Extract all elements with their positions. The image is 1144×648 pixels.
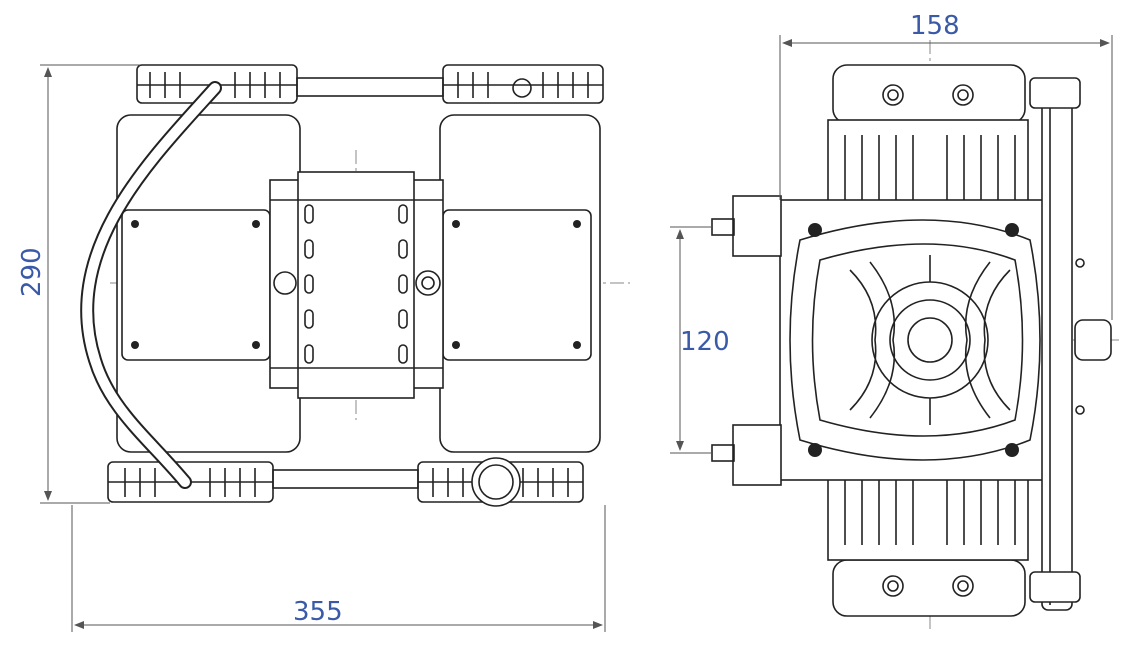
side-width-label: 158 (910, 11, 960, 41)
upper-mount-stud-block (732, 195, 782, 257)
width-label: 355 (293, 597, 343, 627)
top-right-rail (442, 64, 604, 104)
side-view (711, 40, 1120, 630)
fan-hub (907, 317, 953, 363)
left-cover-plate (121, 209, 271, 361)
side-fitting (1074, 319, 1112, 361)
side-tube (1041, 89, 1073, 611)
lower-mount-stud-block (732, 424, 782, 486)
bottom-tie-bar (272, 469, 419, 489)
mount-spacing-label: 120 (680, 327, 730, 357)
bottom-mount-block (832, 559, 1026, 617)
right-cover-plate (442, 209, 592, 361)
side-dimensions (670, 35, 1113, 454)
top-mount-block (832, 64, 1026, 124)
fan-spokes (849, 255, 1011, 425)
front-view (80, 64, 630, 507)
top-tie-bar (296, 77, 444, 97)
front-dimensions (40, 64, 606, 632)
height-label: 290 (17, 247, 47, 297)
motor-slots (304, 204, 408, 364)
